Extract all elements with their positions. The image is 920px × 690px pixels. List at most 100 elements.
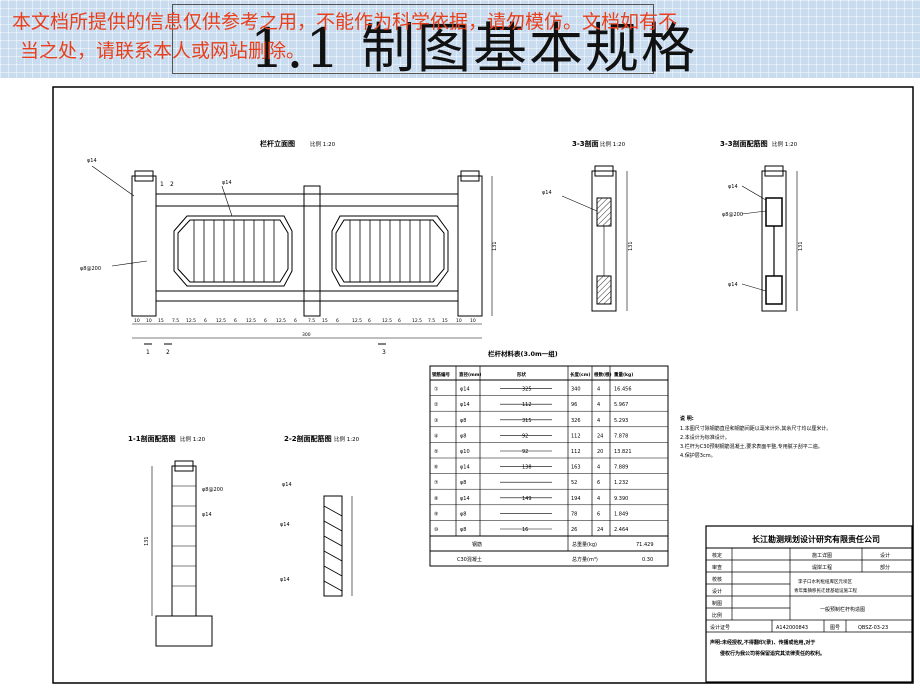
svg-text:核定: 核定 <box>712 552 722 559</box>
table-cell: 138 <box>522 465 532 471</box>
section-2-2: 2-2剖面配筋图 比例 1:20 φ14 φ14 φ14 <box>280 434 360 597</box>
svg-text:12.5: 12.5 <box>186 318 196 324</box>
elevation-title: 栏杆立面图 <box>260 139 295 148</box>
svg-text:4.保护层3cm。: 4.保护层3cm。 <box>680 452 716 459</box>
svg-text:2.本设计为标准设计。: 2.本设计为标准设计。 <box>680 434 730 441</box>
left-balusters <box>193 220 275 282</box>
cut-3-bottom: 3 <box>382 349 386 356</box>
watermark-line-2: 当之处，请联系本人或网站删除。 <box>20 40 306 62</box>
table-cell: 20 <box>597 449 603 455</box>
table-cell: 4 <box>597 402 600 408</box>
table-cell: 16 <box>522 527 528 533</box>
watermark-line-1: 本文档所提供的信息仅供参考之用，不能作为科学依据，请勿模仿。文档如有不 <box>12 11 678 33</box>
svg-text:部分: 部分 <box>880 564 890 571</box>
section-3-3-reinforcement: 3-3剖面配筋图 比例 1:20 φ14 φ8@200 φ14 131 <box>720 139 804 312</box>
svg-text:12.5: 12.5 <box>352 318 362 324</box>
left-post-cap <box>134 170 154 182</box>
svg-text:71.429: 71.429 <box>636 542 654 548</box>
table-cell: 340 <box>571 387 581 393</box>
svg-text:QBSZ-03-23: QBSZ-03-23 <box>858 625 888 631</box>
sec11-title: 1-1剖面配筋图 <box>128 434 176 443</box>
svg-text:根数(根): 根数(根) <box>594 371 612 378</box>
table-cell: ⑥ <box>434 465 439 471</box>
svg-text:长度(cm): 长度(cm) <box>570 371 590 378</box>
section-1-1: 1-1剖面配筋图 比例 1:20 φ8@200 φ14 131 <box>128 434 223 647</box>
table-cell: 112 <box>522 402 532 408</box>
left-panel <box>173 215 293 287</box>
table-cell: 78 <box>571 511 577 517</box>
table-cell: 1.232 <box>614 480 628 486</box>
table-cell: 24 <box>597 433 603 439</box>
svg-text:7.5: 7.5 <box>172 318 179 324</box>
table-cell: 96 <box>571 402 577 408</box>
svg-text:形状: 形状 <box>517 371 526 378</box>
table-cell: 315 <box>522 418 532 424</box>
svg-text:φ14: φ14 <box>202 512 212 518</box>
table-cell: 92 <box>522 449 528 455</box>
table-cell: 9.390 <box>614 496 628 502</box>
elev-ann-phi14-b: φ14 <box>222 180 232 186</box>
svg-text:6: 6 <box>368 318 371 324</box>
elev-ann-phi8: φ8@200 <box>80 266 101 272</box>
svg-text:堤岸工程: 堤岸工程 <box>812 564 832 571</box>
svg-text:φ14: φ14 <box>280 577 290 583</box>
right-post-cap <box>460 170 480 182</box>
sec33-scale: 比例 1:20 <box>600 140 626 148</box>
table-cell: 92 <box>522 433 528 439</box>
svg-text:设计证号: 设计证号 <box>710 624 730 631</box>
table-cell: ⑤ <box>434 449 438 455</box>
svg-text:7.5: 7.5 <box>308 318 315 324</box>
table-cell: 26 <box>571 527 577 533</box>
table-cell: 16.456 <box>614 387 632 393</box>
svg-text:李子口水利枢纽库区元坝区: 李子口水利枢纽库区元坝区 <box>798 578 852 585</box>
table-cell: φ8 <box>460 433 466 439</box>
cut-1-top: 1 <box>160 181 164 188</box>
table-cell: ④ <box>434 433 439 439</box>
table-cell: 112 <box>571 449 581 455</box>
svg-text:制图: 制图 <box>712 600 722 607</box>
table-cell: 1.849 <box>614 511 628 517</box>
svg-text:φ14: φ14 <box>542 190 552 196</box>
svg-text:6: 6 <box>336 318 339 324</box>
table-cell: φ14 <box>460 402 470 408</box>
table-cell: 5.293 <box>614 418 628 424</box>
svg-text:φ14: φ14 <box>728 282 738 288</box>
table-cell: 13.821 <box>614 449 632 455</box>
title-block: 长江勘测规划设计研究有限责任公司 核定 施工详图 设计 审查 堤岸工程 部分 校… <box>705 525 913 683</box>
svg-text:C30混凝土: C30混凝土 <box>457 556 482 563</box>
svg-text:10: 10 <box>470 318 476 324</box>
cut-2-bottom: 2 <box>166 349 170 356</box>
sec33-title: 3-3剖面 <box>572 139 599 148</box>
table-cell: φ10 <box>460 449 470 455</box>
svg-text:131: 131 <box>628 241 634 251</box>
svg-text:6: 6 <box>234 318 237 324</box>
slide-banner <box>0 0 920 78</box>
company-name: 长江勘测规划设计研究有限责任公司 <box>752 534 880 544</box>
table-cell: 7.878 <box>614 433 628 439</box>
svg-text:6: 6 <box>398 318 401 324</box>
svg-text:12.5: 12.5 <box>382 318 392 324</box>
svg-text:131: 131 <box>798 241 804 251</box>
svg-text:φ8@200: φ8@200 <box>722 212 743 218</box>
svg-text:15: 15 <box>158 318 164 324</box>
svg-text:φ14: φ14 <box>728 184 738 190</box>
svg-text:12.5: 12.5 <box>216 318 226 324</box>
elev-ann-phi14: φ14 <box>87 158 97 164</box>
svg-text:φ14: φ14 <box>282 482 292 488</box>
svg-text:钢筋: 钢筋 <box>472 541 482 548</box>
svg-text:12.5: 12.5 <box>276 318 286 324</box>
table-cell: 194 <box>571 496 581 502</box>
svg-text:声明:未经授权,不得翻印(录)、传播或他用,对于: 声明:未经授权,不得翻印(录)、传播或他用,对于 <box>709 639 815 646</box>
table-cell: φ14 <box>460 387 470 393</box>
left-post <box>131 175 157 317</box>
table-cell: 149 <box>522 496 532 502</box>
right-panel <box>331 215 449 287</box>
svg-text:φ8@200: φ8@200 <box>202 487 223 493</box>
railing-elevation: 栏杆立面图 比例 1:20 <box>80 139 498 356</box>
table-cell: 6 <box>597 511 600 517</box>
table-cell: 6 <box>597 480 600 486</box>
cut-2-top: 2 <box>170 181 174 188</box>
svg-text:6: 6 <box>264 318 267 324</box>
svg-text:0.30: 0.30 <box>642 557 653 563</box>
table-cell: 4 <box>597 496 600 502</box>
